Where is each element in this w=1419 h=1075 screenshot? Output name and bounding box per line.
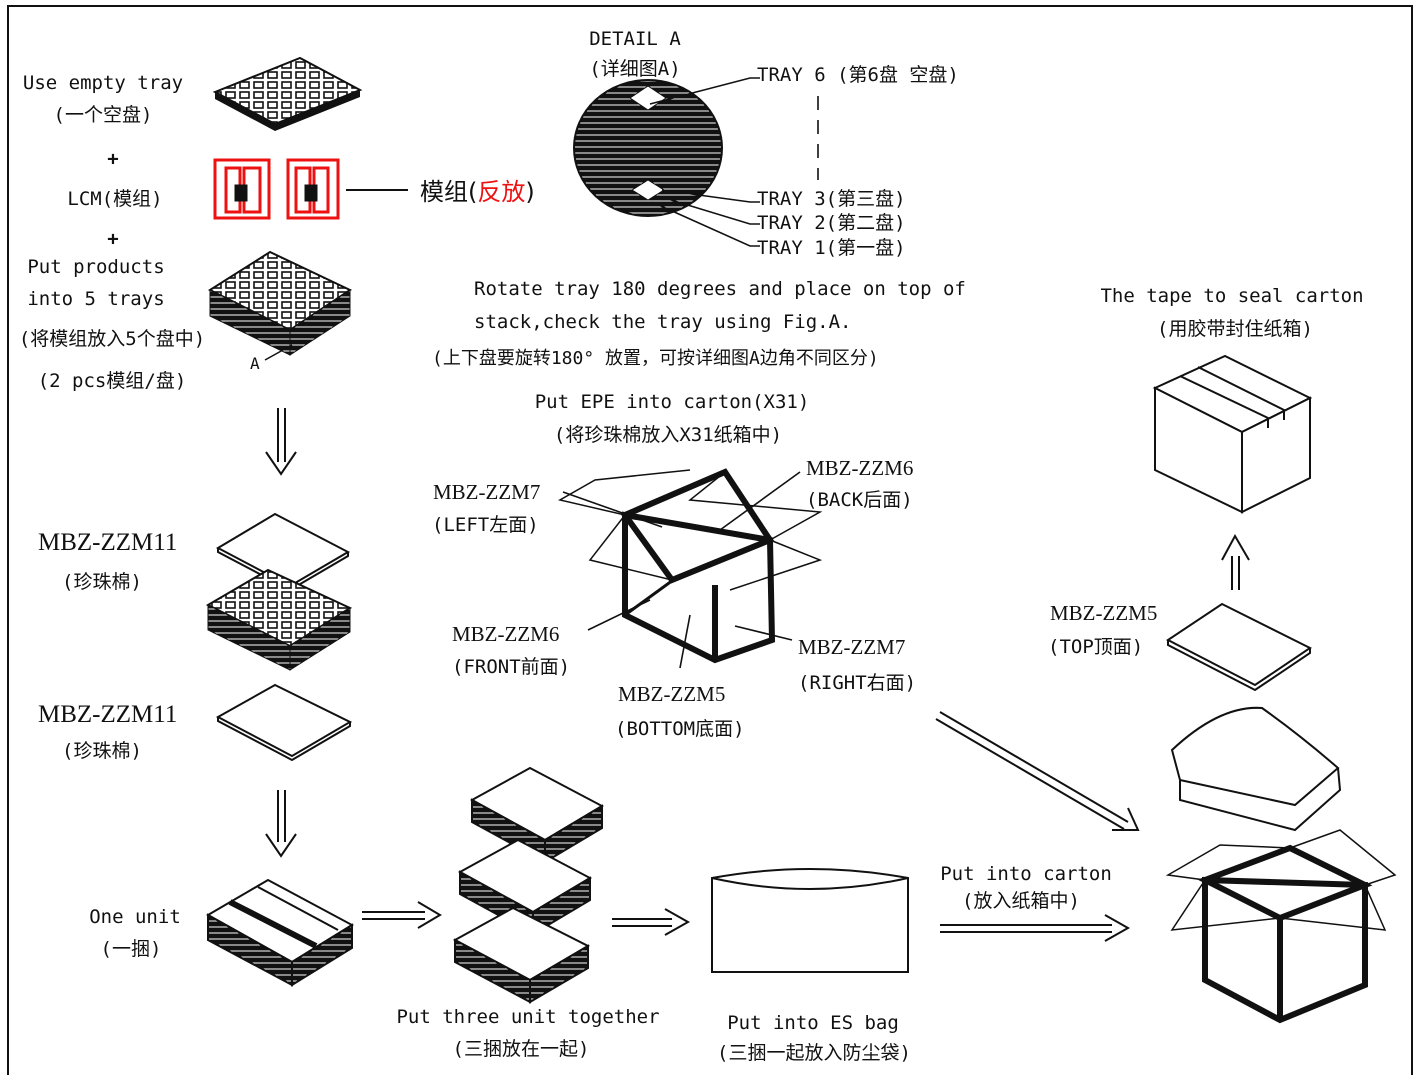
diagonal-arrow <box>936 712 1138 830</box>
into-carton-cn: (放入纸箱中) <box>962 892 1080 911</box>
module-note-prefix: 模组( <box>420 178 477 206</box>
label-a: A <box>250 356 260 372</box>
step-products-cn1: (将模组放入5个盘中) <box>19 330 205 349</box>
epe-bottom-code: MBZ-ZZM5 <box>618 684 725 705</box>
top-pad-code: MBZ-ZZM5 <box>1050 603 1157 624</box>
epe-front-code: MBZ-ZZM6 <box>452 624 559 645</box>
epe-front-cn: (FRONT前面) <box>452 658 570 677</box>
down-arrow-1 <box>266 408 296 474</box>
three-units-cn: (三捆放在一起) <box>453 1040 590 1059</box>
step-tray-cn: (一个空盘) <box>54 106 153 125</box>
into-carton-label: Put into carton <box>940 865 1112 884</box>
plus-sign-1: + <box>107 150 118 169</box>
module-note-suffix: ) <box>525 178 534 206</box>
epe-back-cn: (BACK后面) <box>806 491 913 510</box>
foam-sheet-bottom <box>218 685 350 760</box>
right-arrow-1 <box>362 902 440 928</box>
es-bag-label: Put into ES bag <box>727 1014 899 1033</box>
sealed-carton <box>1155 356 1310 512</box>
epe-back-code: MBZ-ZZM6 <box>806 458 913 479</box>
final-open-carton <box>1168 830 1395 1020</box>
step-products-cn2: (2 pcs模组/盘) <box>38 372 187 391</box>
epe-leader-lines <box>563 472 800 668</box>
step-tray-label: Use empty tray <box>23 74 183 93</box>
foam-top-cn: (珍珠棉) <box>62 573 142 592</box>
step-products-line1: Put products <box>27 258 164 277</box>
foam-bottom-code: MBZ-ZZM11 <box>38 702 177 727</box>
step-products-line2: into 5 trays <box>27 290 164 309</box>
tray-stack-middle <box>208 570 350 670</box>
tray-stack-illustration <box>210 252 350 360</box>
top-pad <box>1168 604 1310 690</box>
tray3-label: TRAY 3(第三盘) <box>757 190 906 209</box>
plus-sign-2: + <box>107 230 118 249</box>
one-unit-cn: (一捆) <box>101 940 162 959</box>
rotate-note-line2: stack,check the tray using Fig.A. <box>474 313 852 332</box>
empty-tray-illustration <box>215 58 360 131</box>
bagged-stack <box>1172 708 1340 830</box>
one-unit-bundle <box>208 880 352 985</box>
right-arrow-2 <box>612 909 688 935</box>
epe-bottom-cn: (BOTTOM底面) <box>615 720 745 739</box>
es-bag <box>712 869 908 972</box>
three-units-label: Put three unit together <box>396 1008 659 1027</box>
epe-instruction-cn: (将珍珠棉放入X31纸箱中) <box>554 426 782 445</box>
detail-title: DETAIL A <box>589 30 681 49</box>
tray1-label: TRAY 1(第一盘) <box>757 239 906 258</box>
lcm-module-illustration <box>215 160 338 218</box>
one-unit-label: One unit <box>89 908 181 927</box>
module-note-red: 反放 <box>477 178 525 206</box>
es-bag-cn: (三捆一起放入防尘袋) <box>717 1044 911 1063</box>
seal-label: The tape to seal carton <box>1100 287 1363 306</box>
seal-cn: (用胶带封住纸箱) <box>1157 320 1313 339</box>
module-note: 模组(反放) <box>420 180 535 204</box>
foam-top-code: MBZ-ZZM11 <box>38 530 177 555</box>
rotate-note-cn: (上下盘要旋转180° 放置，可按详细图A边角不同区分) <box>432 350 879 368</box>
epe-left-code: MBZ-ZZM7 <box>433 482 540 503</box>
foam-bottom-cn: (珍珠棉) <box>62 742 142 761</box>
epe-carton <box>560 470 820 660</box>
step-lcm-label: LCM(模组) <box>67 190 162 209</box>
right-arrow-3 <box>940 915 1128 941</box>
top-pad-cn: (TOP顶面) <box>1048 638 1143 657</box>
down-arrow-2 <box>266 790 296 856</box>
tray6-label: TRAY 6 (第6盘 空盘) <box>757 66 959 85</box>
tray2-label: TRAY 2(第二盘) <box>757 214 906 233</box>
rotate-note-line1: Rotate tray 180 degrees and place on top… <box>474 280 966 299</box>
epe-right-code: MBZ-ZZM7 <box>798 637 905 658</box>
detail-title-cn: (详细图A) <box>589 60 680 79</box>
epe-right-cn: (RIGHT右面) <box>798 674 916 693</box>
epe-instruction: Put EPE into carton(X31) <box>535 393 810 412</box>
three-units-stack <box>455 768 602 1002</box>
up-arrow <box>1222 536 1249 590</box>
epe-left-cn: (LEFT左面) <box>432 516 539 535</box>
